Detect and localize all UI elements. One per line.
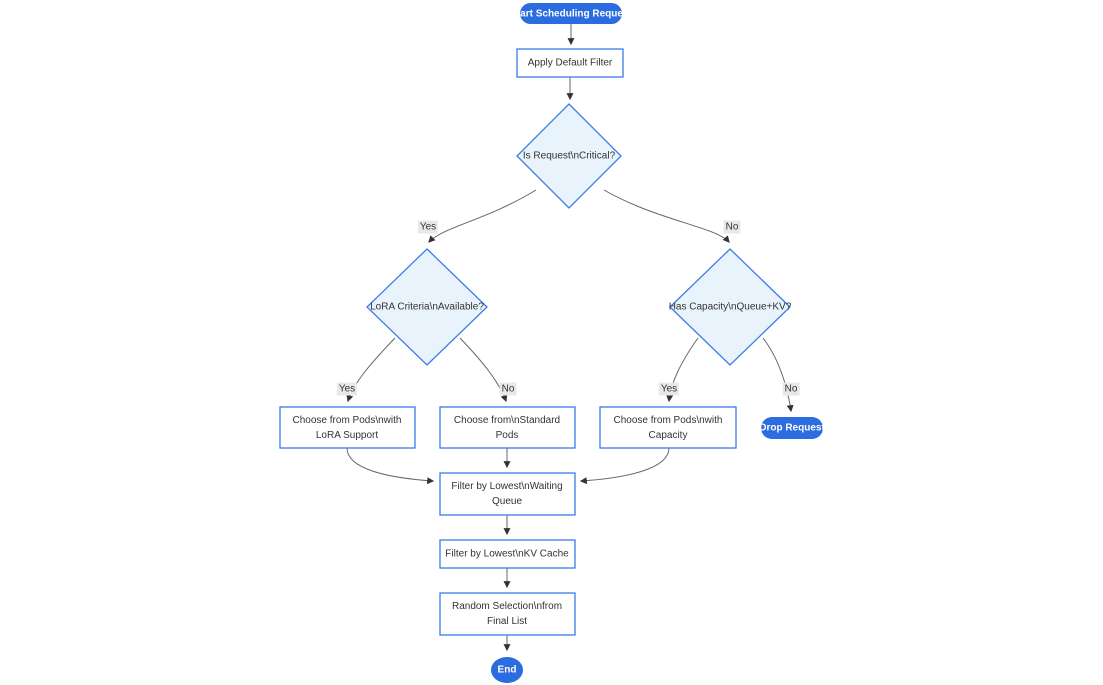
filter-waiting-queue-node-shape xyxy=(439,472,576,516)
choose-lora-pods-node-shape xyxy=(279,406,416,449)
filter-kv-cache-node-shape xyxy=(439,539,576,569)
is-request-critical-decision-shape xyxy=(516,103,622,209)
edge-label-critical-yes: Yes xyxy=(417,220,439,234)
random-selection-node-shape xyxy=(439,592,576,636)
edges-group xyxy=(346,24,794,652)
edge-critical-yes-to-lora xyxy=(428,189,537,243)
edge-label-lora-no: No xyxy=(499,382,517,396)
choose-standard-pods-node-shape xyxy=(439,406,576,449)
edge-choose-capacity-to-filter-waiting xyxy=(579,447,670,485)
apply-filter-node-shape xyxy=(516,48,624,78)
edge-label-capacity-yes: Yes xyxy=(658,382,680,396)
edge-choose-lora-to-filter-waiting xyxy=(346,447,435,485)
start-node-shape xyxy=(520,3,622,24)
lora-criteria-decision-shape xyxy=(366,248,488,366)
edge-capacity-yes-to-choose-capacity xyxy=(666,337,699,403)
edge-label-capacity-no: No xyxy=(782,382,800,396)
edge-lora-yes-to-choose-lora xyxy=(346,337,396,403)
edge-lora-no-to-choose-standard xyxy=(459,337,508,403)
drop-request-node-shape xyxy=(761,417,823,439)
has-capacity-decision-shape xyxy=(669,248,791,366)
end-node-shape xyxy=(491,657,523,683)
edge-label-lora-yes: Yes xyxy=(336,382,358,396)
edge-critical-no-to-capacity xyxy=(603,189,730,243)
edge-label-critical-no: No xyxy=(723,220,741,234)
edge-capacity-no-to-drop xyxy=(762,337,794,413)
choose-capacity-pods-node-shape xyxy=(599,406,737,449)
